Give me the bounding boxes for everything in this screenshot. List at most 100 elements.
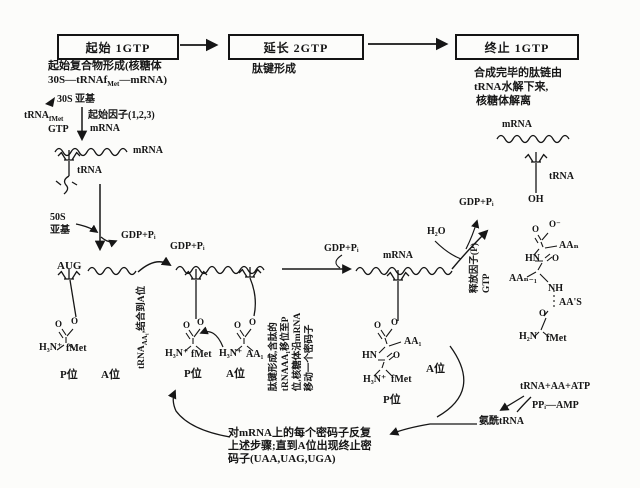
label-hn-pep: HN	[525, 253, 540, 264]
label-h3n-c1: H₃N⁺	[39, 342, 63, 353]
h2o-curve	[434, 240, 462, 260]
label-mrna-c3: mRNA	[383, 250, 413, 261]
aminoacyl-feed-arrow	[389, 423, 477, 436]
label-ppi-amp: PPᵢ—AMP	[532, 400, 579, 411]
caption-elongation: 肽键形成	[252, 63, 296, 75]
mrna-wave-released	[496, 134, 570, 144]
label-fmet-c3: fMet	[391, 374, 412, 385]
ester-bonds-complex1	[56, 328, 76, 351]
released-peptide-bonds	[526, 232, 558, 338]
label-a-site-c1: A位	[101, 369, 120, 381]
label-h2o: H₂O	[427, 226, 446, 237]
label-30s-subunit: 30S 亚基	[57, 94, 96, 105]
stage-box-termination-label: 终止 1GTP	[484, 40, 550, 55]
label-nh-pep: NH	[548, 283, 563, 294]
label-trna-aa-atp: tRNA+AA+ATP	[520, 381, 591, 392]
cycle-note-line3: 码子(UAA,UAG,UGA)	[228, 453, 336, 465]
termination-arrows	[434, 219, 489, 270]
cycle-note-line2: 上述步骤;直到A位出现终止密	[228, 440, 372, 452]
chemical-bonds	[56, 232, 558, 377]
caption-termination-line3: 核糖体解离	[476, 95, 531, 107]
caption-initiation-line1: 起始复合物形成(核糖体	[48, 60, 162, 72]
arrow-gdp-release-init	[100, 236, 118, 248]
label-aa1-c2: AA₁	[246, 349, 264, 360]
rotated-note-translocation: 肽键形成,含肽的 tRNAAA₁移位至P 位,核糖体沿mRNA 移动一个密码子	[269, 312, 315, 392]
stage-box-elongation-label: 延长 2GTP	[263, 40, 329, 55]
trna-icon	[184, 269, 208, 280]
label-o-pep3: O	[539, 308, 547, 318]
peptidyl-bonds-complex3	[373, 328, 402, 377]
stage-box-elongation: 延长 2GTP	[228, 34, 364, 60]
label-mrna-released: mRNA	[502, 119, 532, 130]
label-50s-line1: 50S	[50, 212, 66, 223]
label-a-site-c2: A位	[226, 368, 245, 380]
label-o-minus: O⁻	[549, 219, 561, 229]
stage-box-initiation-label: 起始 1GTP	[85, 40, 151, 55]
trna-icon	[57, 150, 81, 161]
arrow-gdp-release-term	[465, 219, 480, 250]
caption-initiation-line2: 30S—tRNAfMet—mRNA)	[48, 74, 167, 89]
label-o-c3c: O	[393, 350, 401, 360]
trna-icon	[524, 152, 548, 163]
label-o-c2c: O	[234, 320, 242, 330]
label-p-site-c3: P位	[383, 394, 401, 406]
label-mrna-in: mRNA	[90, 123, 120, 134]
label-h3n-c2a: H₃N⁺	[219, 348, 243, 359]
label-trna-released: tRNA	[549, 171, 574, 182]
label-gdp-pi-trans1: GDP+Pᵢ	[170, 241, 205, 252]
label-aa1-c3: AA₁	[404, 336, 422, 347]
stage-flow-arrows	[180, 37, 449, 52]
label-hn-c3: HN	[362, 350, 377, 361]
peptide-bond-attack-arrow	[199, 326, 224, 348]
arrow-release	[451, 229, 489, 270]
ester-bonds-complex2-a	[235, 328, 254, 352]
caption-termination-line2: tRNA水解下来,	[474, 81, 549, 93]
label-o-c2b: O	[197, 317, 205, 327]
trna-icon	[238, 267, 262, 278]
label-gdp-pi-init: GDP+Pᵢ	[121, 230, 156, 241]
label-o-pep1: O	[532, 224, 540, 234]
label-p-site-c1: P位	[60, 369, 78, 381]
label-p-site-c2: P位	[184, 368, 202, 380]
elongation-arrows	[137, 254, 352, 348]
caption-termination-line1: 合成完毕的肽链由	[474, 67, 562, 79]
mrna-wave-initiation	[54, 147, 128, 157]
gdp-release-hook	[335, 254, 343, 269]
label-oh: OH	[528, 194, 544, 205]
label-50s-line2: 亚基	[50, 225, 70, 236]
label-o-pep2: O	[552, 253, 560, 263]
charging-arrow	[499, 395, 525, 411]
label-init-factors: 起始因子(1,2,3)	[88, 110, 155, 121]
trna-stem-complex1	[69, 279, 77, 318]
cycle-arrows	[167, 345, 532, 438]
label-h3n-c3: H₃N⁺	[363, 374, 387, 385]
mrna-wave-complex1	[87, 266, 137, 276]
label-aan: AAₙ	[559, 240, 579, 251]
mrna-wave-complex2	[175, 265, 265, 275]
label-h2n-pep: H₂N	[519, 331, 537, 342]
stage-box-termination: 终止 1GTP	[455, 34, 579, 60]
trna-icon	[386, 270, 410, 281]
label-aa-s: AA'S	[559, 297, 582, 308]
charging-arrow-tail	[516, 396, 532, 413]
label-gdp-pi-term: GDP+Pᵢ	[459, 197, 494, 208]
rotated-note-release-factor: 释放因子(P) GTP	[470, 242, 493, 294]
label-o-c1b: O	[71, 316, 79, 326]
cycle-arc-right	[436, 345, 465, 418]
arrow-50s-join	[75, 223, 99, 233]
label-o-c2a: O	[183, 320, 191, 330]
label-gtp: GTP	[48, 124, 69, 135]
label-aan-minus1: AAₙ₋₁	[509, 273, 537, 284]
label-mrna-wave1: mRNA	[133, 145, 163, 156]
label-fmet-c1: fMet	[66, 343, 87, 354]
stage-box-initiation: 起始 1GTP	[57, 34, 179, 60]
label-aug-codon: AUG	[57, 260, 82, 272]
label-aminoacyl-trna: 氨酰tRNA	[479, 416, 524, 427]
rotated-note-bind-a-site: tRNAAA₁,结合到A位	[137, 285, 150, 370]
trna-acceptor-squiggle	[55, 175, 78, 195]
mrna-waves	[54, 134, 570, 276]
label-a-site-c3: A位	[426, 363, 445, 375]
label-trna-wave1: tRNA	[77, 165, 102, 176]
label-h3n-c2p: H₃N⁺	[165, 348, 189, 359]
